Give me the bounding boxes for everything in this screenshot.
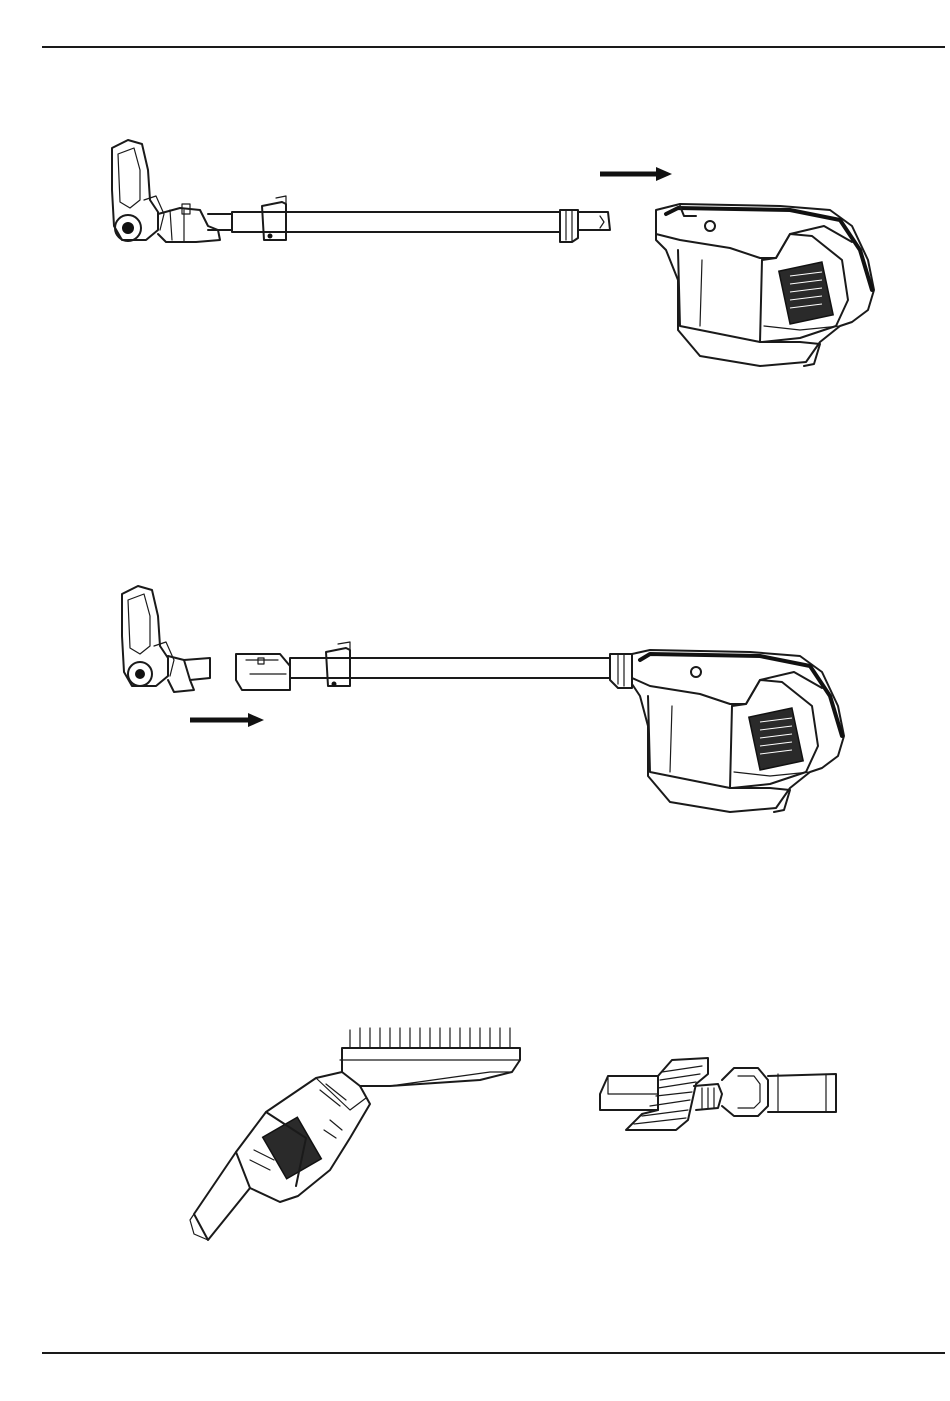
- extension-tube-illustration: [208, 196, 610, 242]
- handheld-unit-illustration: [656, 204, 874, 366]
- right-arrow-icon: [190, 713, 264, 727]
- figure-brush-tool: [190, 1020, 530, 1250]
- floor-head-illustration: [112, 140, 220, 242]
- header-rule: [42, 46, 945, 48]
- floor-head-illustration: [122, 586, 210, 692]
- crevice-tool-illustration: [600, 1058, 836, 1130]
- right-arrow-icon: [600, 167, 672, 181]
- footer-rule: [42, 1352, 945, 1354]
- handheld-unit-illustration: [632, 650, 844, 812]
- figure-step-2: [110, 580, 870, 830]
- brush-tool-illustration: [190, 1028, 520, 1240]
- figure-step-1: [100, 130, 900, 380]
- figure-crevice-tool: [598, 1050, 848, 1140]
- extension-tube-illustration: [236, 642, 632, 690]
